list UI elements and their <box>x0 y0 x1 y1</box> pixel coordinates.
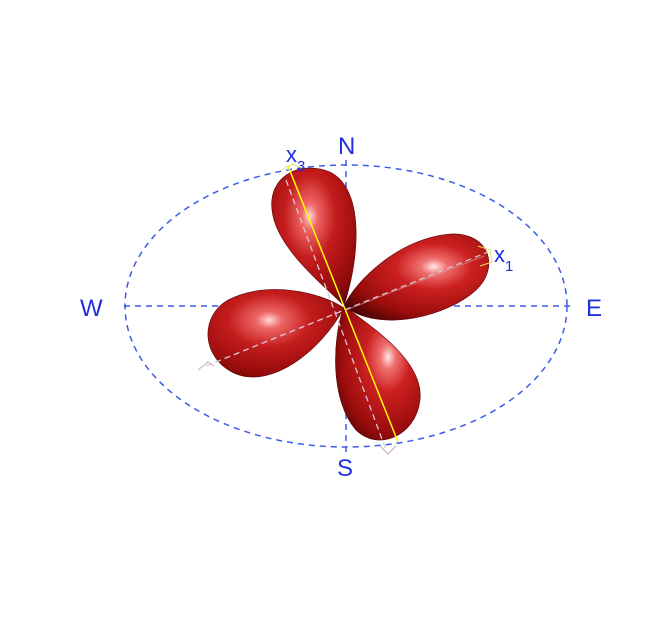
x1-axis-label-base: x <box>494 242 505 267</box>
x3-axis-label: x3 <box>286 142 305 175</box>
x1-axis-label-sub: 1 <box>505 258 513 275</box>
x3-axis-back-marker <box>379 445 397 455</box>
x3-axis-line <box>287 165 399 443</box>
x1-axis-label: x1 <box>494 242 513 275</box>
x1-axis-marker <box>477 245 493 267</box>
x1-axis-line <box>205 251 489 367</box>
compass-east-label: E <box>586 295 602 322</box>
x1-axis-back-marker <box>197 361 215 371</box>
x3-axis-label-base: x <box>286 142 297 167</box>
x3-axis-marker <box>281 163 303 171</box>
x3-axis-label-sub: 3 <box>297 158 305 175</box>
lobe-east <box>343 233 490 321</box>
lobe-west <box>207 289 345 378</box>
principal-axes <box>197 163 493 455</box>
compass-north-label: N <box>338 133 355 160</box>
lobe-south <box>335 305 421 441</box>
x1-axis-front-line <box>345 255 485 311</box>
lobes <box>207 167 490 441</box>
x3-axis-back-line <box>285 179 387 451</box>
compass-west-label: W <box>80 295 103 322</box>
lobe-north <box>271 167 357 307</box>
compass-south-label: S <box>337 455 353 482</box>
